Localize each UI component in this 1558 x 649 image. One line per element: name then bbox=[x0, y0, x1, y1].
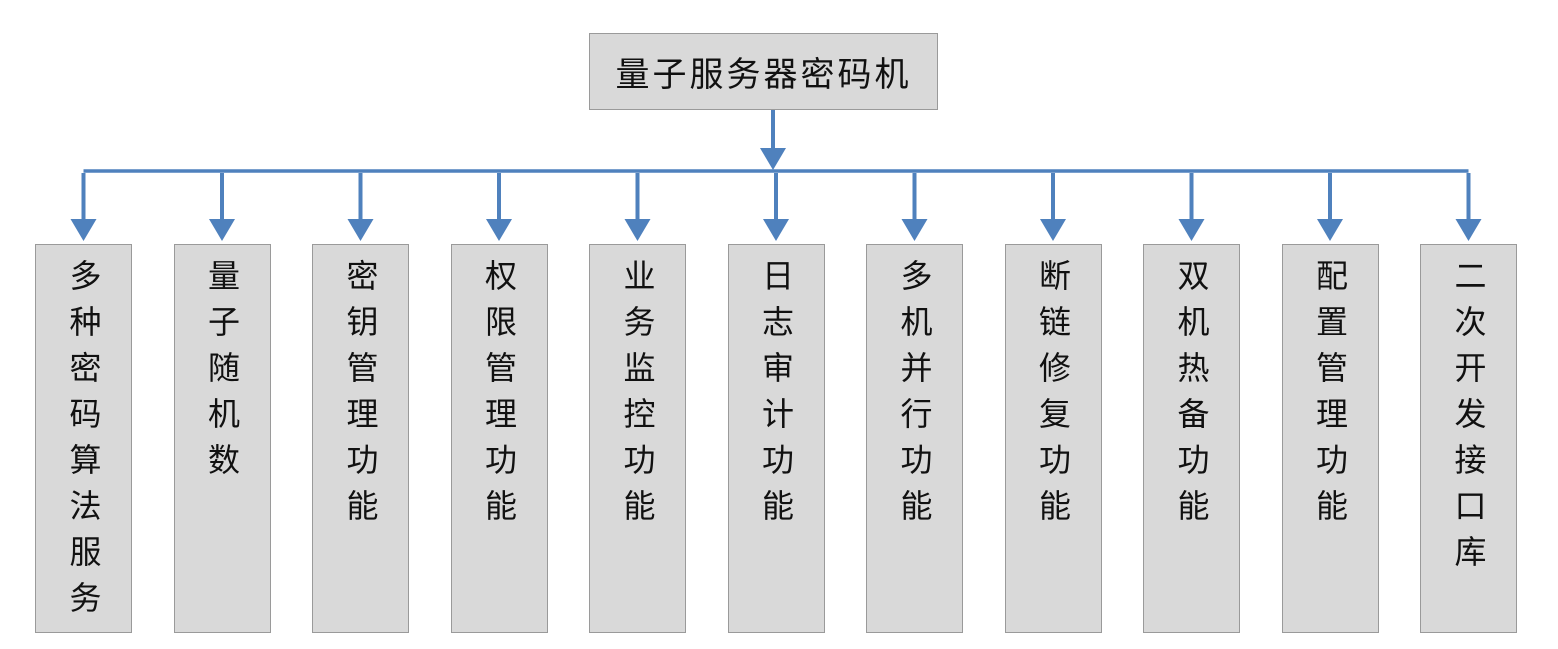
child-node-label: 权限管理功能 bbox=[481, 259, 517, 535]
child-node-label: 双机热备功能 bbox=[1173, 259, 1210, 535]
child-node-label: 量子随机数 bbox=[204, 259, 240, 489]
child-node: 量子随机数 bbox=[173, 244, 271, 633]
child-node: 二次开发接口库 bbox=[1420, 244, 1517, 633]
child-node-label: 配置管理功能 bbox=[1312, 259, 1348, 535]
child-node: 业务监控功能 bbox=[589, 244, 686, 633]
child-node-label: 二次开发接口库 bbox=[1450, 259, 1487, 581]
child-node-label: 密钥管理功能 bbox=[342, 259, 379, 535]
child-node-label: 日志审计功能 bbox=[758, 259, 794, 535]
root-node-label: 量子服务器密码机 bbox=[615, 57, 912, 94]
child-node: 日志审计功能 bbox=[727, 244, 825, 633]
child-node: 多种密码算法服务 bbox=[35, 244, 132, 633]
child-node-label: 断链修复功能 bbox=[1035, 259, 1071, 535]
child-node: 密钥管理功能 bbox=[312, 244, 409, 633]
child-node-label: 业务监控功能 bbox=[619, 259, 656, 535]
child-node: 配置管理功能 bbox=[1281, 244, 1379, 633]
child-node: 权限管理功能 bbox=[450, 244, 548, 633]
child-node: 双机热备功能 bbox=[1143, 244, 1240, 633]
child-node: 断链修复功能 bbox=[1004, 244, 1102, 633]
root-node: 量子服务器密码机 bbox=[589, 33, 938, 110]
child-node-label: 多机并行功能 bbox=[896, 259, 933, 535]
child-node-label: 多种密码算法服务 bbox=[65, 259, 102, 627]
child-node: 多机并行功能 bbox=[866, 244, 963, 633]
